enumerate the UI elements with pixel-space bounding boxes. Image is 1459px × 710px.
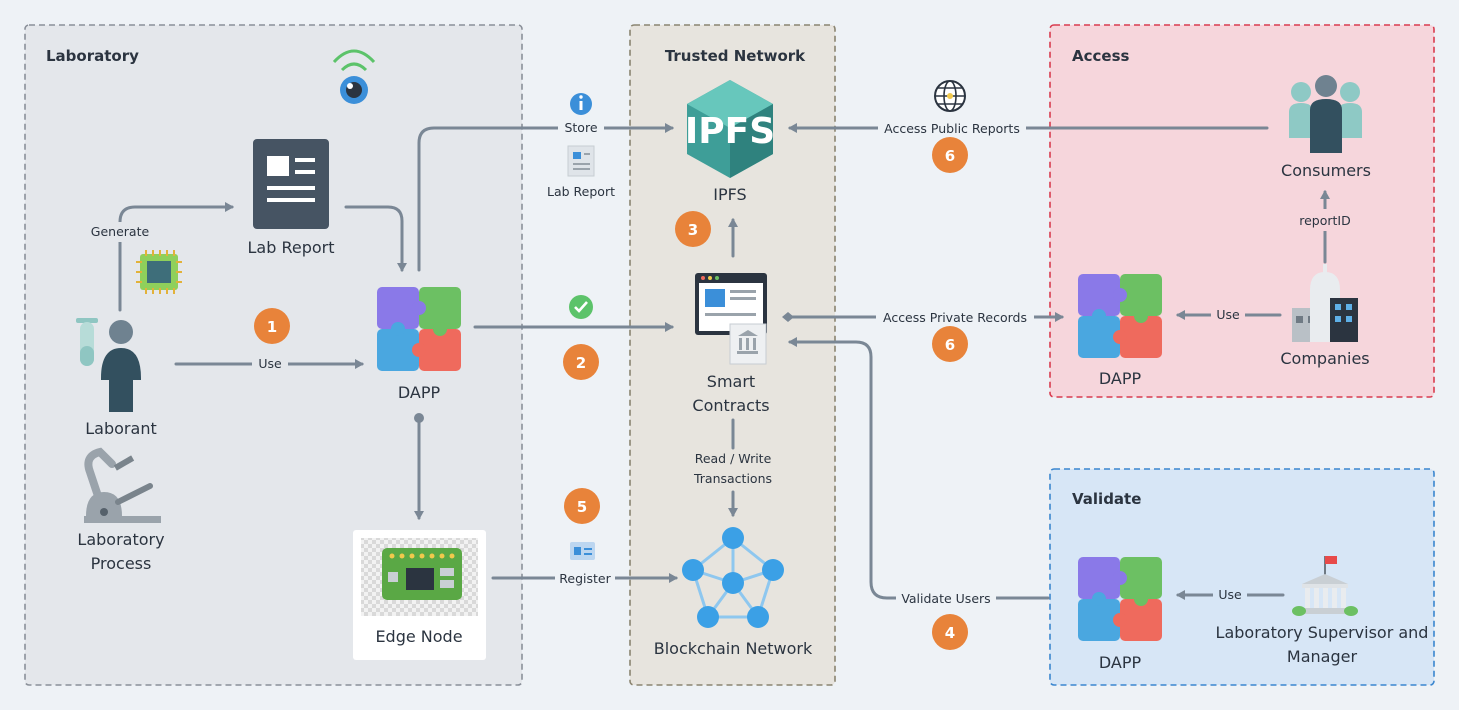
step-1: 1	[267, 318, 277, 336]
node-smart-contracts-2: Contracts	[692, 396, 769, 415]
zone-title-laboratory: Laboratory	[46, 47, 139, 65]
step-2: 2	[576, 354, 586, 372]
node-blockchain: Blockchain Network	[654, 639, 813, 658]
dapp-validate-puzzle-icon	[1078, 557, 1162, 641]
node-smart-contracts-1: Smart	[707, 372, 755, 391]
microscope-icon	[84, 447, 161, 523]
label-rw-1: Read / Write	[695, 451, 772, 466]
chip-icon	[136, 250, 182, 294]
zone-title-validate: Validate	[1072, 490, 1141, 508]
node-supervisor-2: Manager	[1287, 647, 1358, 666]
node-dapp-access: DAPP	[1099, 369, 1142, 388]
dapp-puzzle-icon	[377, 287, 461, 371]
node-supervisor-1: Laboratory Supervisor and	[1216, 623, 1429, 642]
step-badges: 1 2 3 4 5 6 6	[254, 137, 968, 650]
label-use-companies: Use	[1216, 307, 1240, 322]
node-companies: Companies	[1280, 349, 1369, 368]
government-building-icon	[1292, 556, 1358, 616]
step-3: 3	[688, 221, 698, 239]
companies-icon	[1292, 264, 1358, 342]
connector-dot	[414, 413, 424, 423]
step-5: 5	[577, 498, 587, 516]
arrow-report-to-dapp	[344, 205, 407, 272]
check-icon	[569, 295, 593, 319]
node-dapp-validate: DAPP	[1099, 653, 1142, 672]
label-rw-2: Transactions	[693, 471, 772, 486]
node-edge-node: Edge Node	[375, 627, 462, 646]
node-lab-report: Lab Report	[248, 238, 335, 257]
edge-labels: Generate Use Store Lab Report Read / Wri…	[88, 118, 1357, 608]
label-register: Register	[559, 571, 611, 586]
arrow-validate-users	[788, 337, 1050, 600]
zone-title-access: Access	[1072, 47, 1129, 65]
lab-report-icon	[253, 139, 329, 229]
smart-contract-icon	[695, 273, 767, 365]
step-6-public: 6	[945, 147, 955, 165]
laborant-icon	[76, 318, 141, 412]
label-use-lab: Use	[258, 356, 282, 371]
node-laborant: Laborant	[85, 419, 156, 438]
node-lab-process-1: Laboratory	[77, 530, 164, 549]
label-report-id: reportID	[1299, 213, 1351, 228]
consumers-icon	[1289, 75, 1362, 153]
globe-icon	[934, 80, 966, 112]
ipfs-cube-icon: IPFS	[685, 80, 775, 178]
document-icon	[567, 145, 595, 177]
blockchain-network-icon	[682, 527, 784, 628]
label-store: Store	[564, 120, 597, 135]
board-icon	[382, 548, 462, 600]
info-icon	[570, 93, 592, 115]
node-ipfs: IPFS	[713, 185, 746, 204]
dapp-access-puzzle-icon	[1078, 274, 1162, 358]
zone-title-trusted: Trusted Network	[665, 47, 806, 65]
label-generate: Generate	[91, 224, 150, 239]
label-access-public: Access Public Reports	[884, 121, 1020, 136]
label-use-validate: Use	[1218, 587, 1242, 602]
step-4: 4	[945, 624, 955, 642]
node-dapp-lab: DAPP	[398, 383, 441, 402]
wifi-eye-icon	[332, 49, 376, 104]
register-card-icon	[570, 542, 595, 560]
label-lab-report-doc: Lab Report	[547, 184, 615, 199]
step-6-private: 6	[945, 336, 955, 354]
arrow-generate	[118, 202, 234, 312]
ipfs-logo-text: IPFS	[685, 111, 775, 152]
node-consumers: Consumers	[1281, 161, 1371, 180]
node-lab-process-2: Process	[91, 554, 152, 573]
arrow-store	[417, 123, 674, 272]
label-validate-users: Validate Users	[901, 591, 990, 606]
label-access-private: Access Private Records	[883, 310, 1027, 325]
